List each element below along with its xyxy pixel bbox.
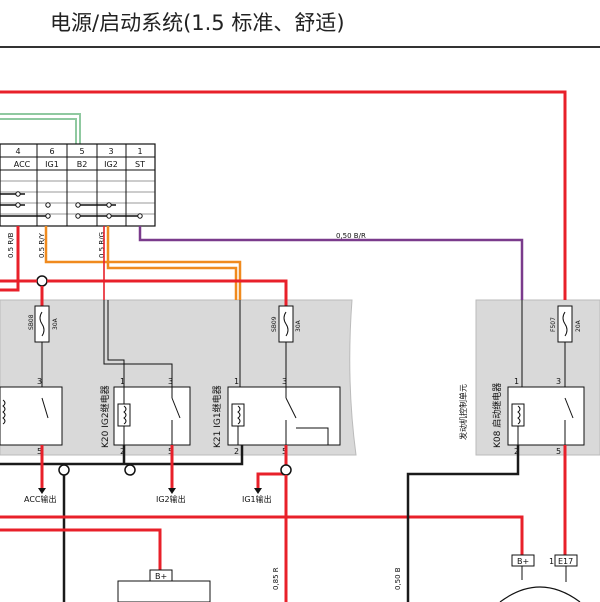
switch-pin-1: 1 — [137, 147, 142, 156]
svg-text:1: 1 — [514, 377, 519, 386]
black-bus-left — [0, 445, 244, 466]
wire-label-085r: 0,85 R — [272, 567, 280, 590]
relay-k08: 1 2 3 5 — [507, 377, 585, 456]
green-wire — [0, 113, 81, 144]
svg-text:2: 2 — [234, 447, 239, 456]
wire-k20-3 — [103, 300, 173, 387]
switch-pos-st: ST — [135, 160, 145, 169]
svg-text:1: 1 — [120, 377, 125, 386]
svg-text:3: 3 — [556, 377, 561, 386]
red-wire-b2 — [0, 279, 288, 306]
wire-label-rb: 0.5 R/B — [7, 232, 15, 258]
svg-text:20A: 20A — [575, 319, 582, 332]
connector-bplus-right: B+ — [511, 554, 535, 567]
switch-pos-ig1: IG1 — [45, 160, 59, 169]
wire-k20-1 — [107, 300, 125, 387]
svg-text:2: 2 — [514, 447, 519, 456]
svg-text:3: 3 — [37, 377, 42, 386]
wire-label-bfr: 0,50 B/R — [336, 232, 366, 240]
svg-text:1: 1 — [234, 377, 239, 386]
orange-wire-rg — [106, 226, 238, 300]
orange-wire-ry — [44, 226, 242, 300]
svg-text:F507: F507 — [550, 317, 557, 332]
relay-acc: 3 5 — [0, 377, 63, 456]
junction-ig1 — [280, 464, 292, 476]
junction-top — [36, 275, 48, 287]
wire-label-rg: 0.5 R/G — [98, 232, 106, 258]
svg-text:B+: B+ — [155, 572, 167, 581]
svg-text:SB09: SB09 — [271, 316, 278, 332]
k08-label: K08 启动继电器 — [491, 383, 503, 448]
connector-e17: 1 E17 — [549, 554, 578, 567]
connector-bplus-left: B+ — [117, 569, 211, 602]
ig1-output-label: IG1输出 — [242, 494, 272, 504]
svg-text:B+: B+ — [517, 557, 529, 566]
svg-text:3: 3 — [282, 377, 287, 386]
switch-pin-6: 6 — [49, 147, 54, 156]
red-wire-lower-1 — [0, 515, 524, 555]
ecu-note: 发动机控制单元 — [458, 384, 468, 440]
svg-text:5: 5 — [556, 447, 561, 456]
acc-output-arrow — [38, 488, 46, 494]
switch-pin-5: 5 — [79, 147, 84, 156]
switch-pos-acc: ACC — [14, 160, 31, 169]
switch-pin-4: 4 — [15, 147, 20, 156]
red-wire-rb — [0, 226, 20, 292]
ig2-output-arrow — [168, 488, 176, 494]
red-wire-lower-2 — [0, 528, 162, 570]
svg-text:30A: 30A — [52, 317, 59, 330]
ignition-switch: 4 6 5 3 1 ACC IG1 B2 IG2 ST — [0, 143, 156, 227]
title-rule — [0, 46, 600, 48]
switch-pin-3: 3 — [108, 147, 113, 156]
k20-label: K20 IG2继电器 — [99, 385, 111, 448]
red-ig1-out — [256, 445, 288, 488]
junction-bottom-left — [58, 464, 70, 476]
ig1-output-arrow — [254, 488, 262, 494]
relay-k21: 1 2 3 5 — [227, 377, 341, 456]
red-wire-top — [0, 90, 567, 300]
svg-text:5: 5 — [37, 447, 42, 456]
svg-text:2: 2 — [120, 447, 125, 456]
svg-text:E17: E17 — [558, 557, 573, 566]
green-wire-2 — [0, 118, 77, 144]
page-title: 电源/启动系统(1.5 标准、舒适) — [50, 11, 345, 35]
switch-pos-b2: B2 — [77, 160, 88, 169]
ig2-output-label: IG2输出 — [156, 494, 186, 504]
svg-text:1: 1 — [549, 557, 554, 566]
wire-label-050b: 0,50 B — [394, 567, 402, 590]
switch-pos-ig2: IG2 — [104, 160, 118, 169]
black-k08-2 — [406, 445, 520, 602]
junction-bottom-mid — [124, 464, 136, 476]
starter-motor — [499, 586, 581, 602]
svg-text:3: 3 — [168, 377, 173, 386]
purple-wire — [138, 226, 524, 300]
svg-text:SB08: SB08 — [28, 314, 35, 330]
wire-label-ry: 0.5 R/Y — [38, 232, 46, 258]
acc-output-label: ACC输出 — [24, 494, 57, 504]
relay-k20: 1 2 3 5 — [113, 377, 191, 456]
k21-label: K21 IG1继电器 — [211, 385, 223, 448]
svg-text:30A: 30A — [295, 319, 302, 332]
